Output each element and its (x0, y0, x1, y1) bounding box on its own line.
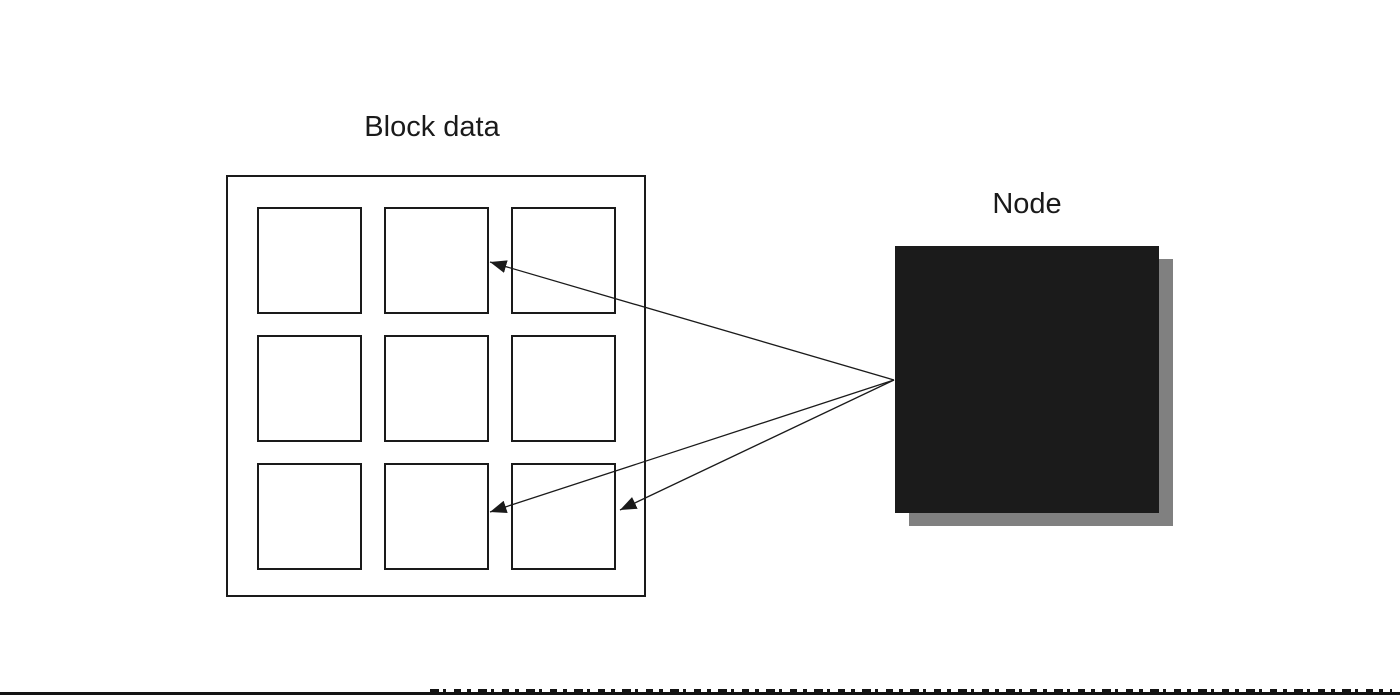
block-cell (257, 207, 362, 314)
block-cell (257, 463, 362, 570)
node-square (895, 246, 1159, 513)
block-cell (511, 207, 616, 314)
block-cell (511, 335, 616, 442)
arrow-line (619, 379, 895, 511)
block-cell (384, 463, 489, 570)
bottom-edge-line (0, 692, 1400, 695)
block-data-label: Block data (364, 111, 500, 143)
node-label: Node (992, 188, 1062, 220)
bottom-edge-ticks (430, 689, 1392, 692)
block-cell (257, 335, 362, 442)
block-cell (511, 463, 616, 570)
block-cell (384, 207, 489, 314)
block-cell (384, 335, 489, 442)
block-data-box (226, 175, 646, 597)
